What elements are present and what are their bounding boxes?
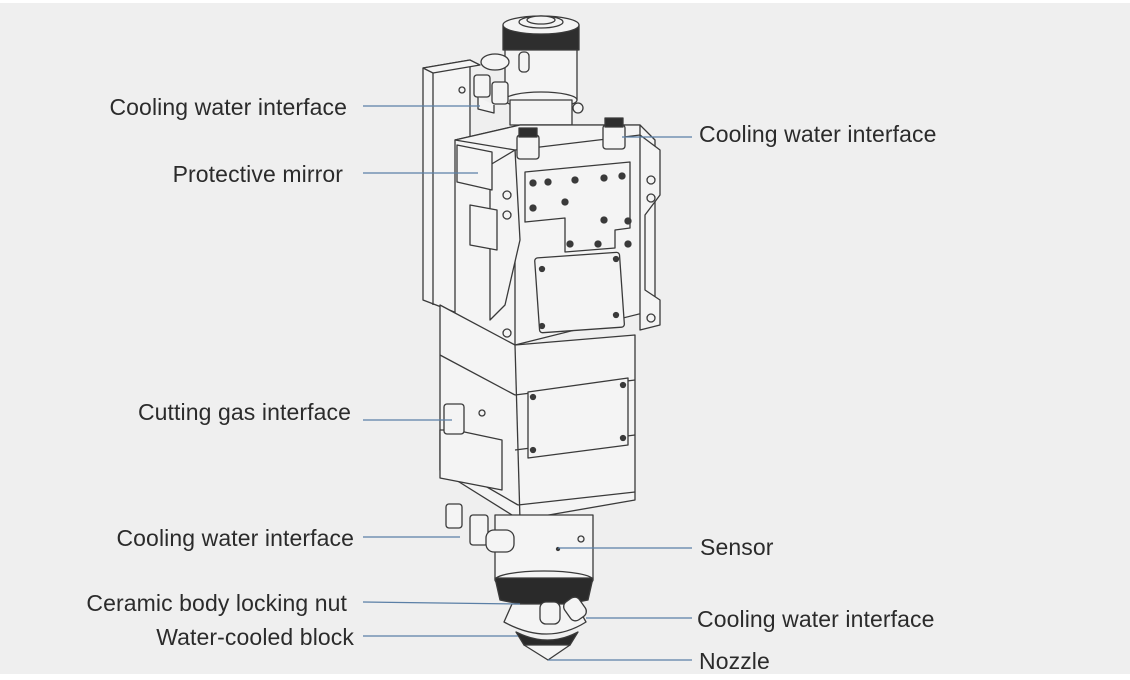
middle-body — [439, 304, 636, 521]
label-cooling-water-interface-bottom-left: Cooling water interface — [116, 525, 354, 551]
label-protective-mirror: Protective mirror — [172, 161, 343, 187]
leader-lines — [362, 105, 692, 661]
bottom-border — [0, 674, 1130, 680]
cover-screws — [529, 172, 632, 330]
label-nozzle: Nozzle — [699, 648, 770, 674]
label-cooling-water-interface-top-left: Cooling water interface — [109, 94, 347, 120]
sensor-body — [445, 503, 594, 590]
upper-body — [454, 124, 661, 346]
top-water-fittings — [473, 53, 626, 160]
label-sensor: Sensor — [700, 534, 774, 560]
water-cooled-block-shape — [503, 596, 587, 661]
top-border — [0, 0, 1130, 3]
label-water-cooled-block: Water-cooled block — [156, 624, 354, 650]
label-cutting-gas-interface: Cutting gas interface — [137, 399, 351, 425]
collimator-barrel — [502, 15, 584, 126]
label-cooling-water-interface-top-right: Cooling water interface — [699, 121, 937, 147]
leader-locking-nut — [362, 601, 521, 605]
label-cooling-water-interface-bottom-right: Cooling water interface — [697, 606, 935, 632]
label-ceramic-body-locking-nut: Ceramic body locking nut — [86, 590, 347, 616]
